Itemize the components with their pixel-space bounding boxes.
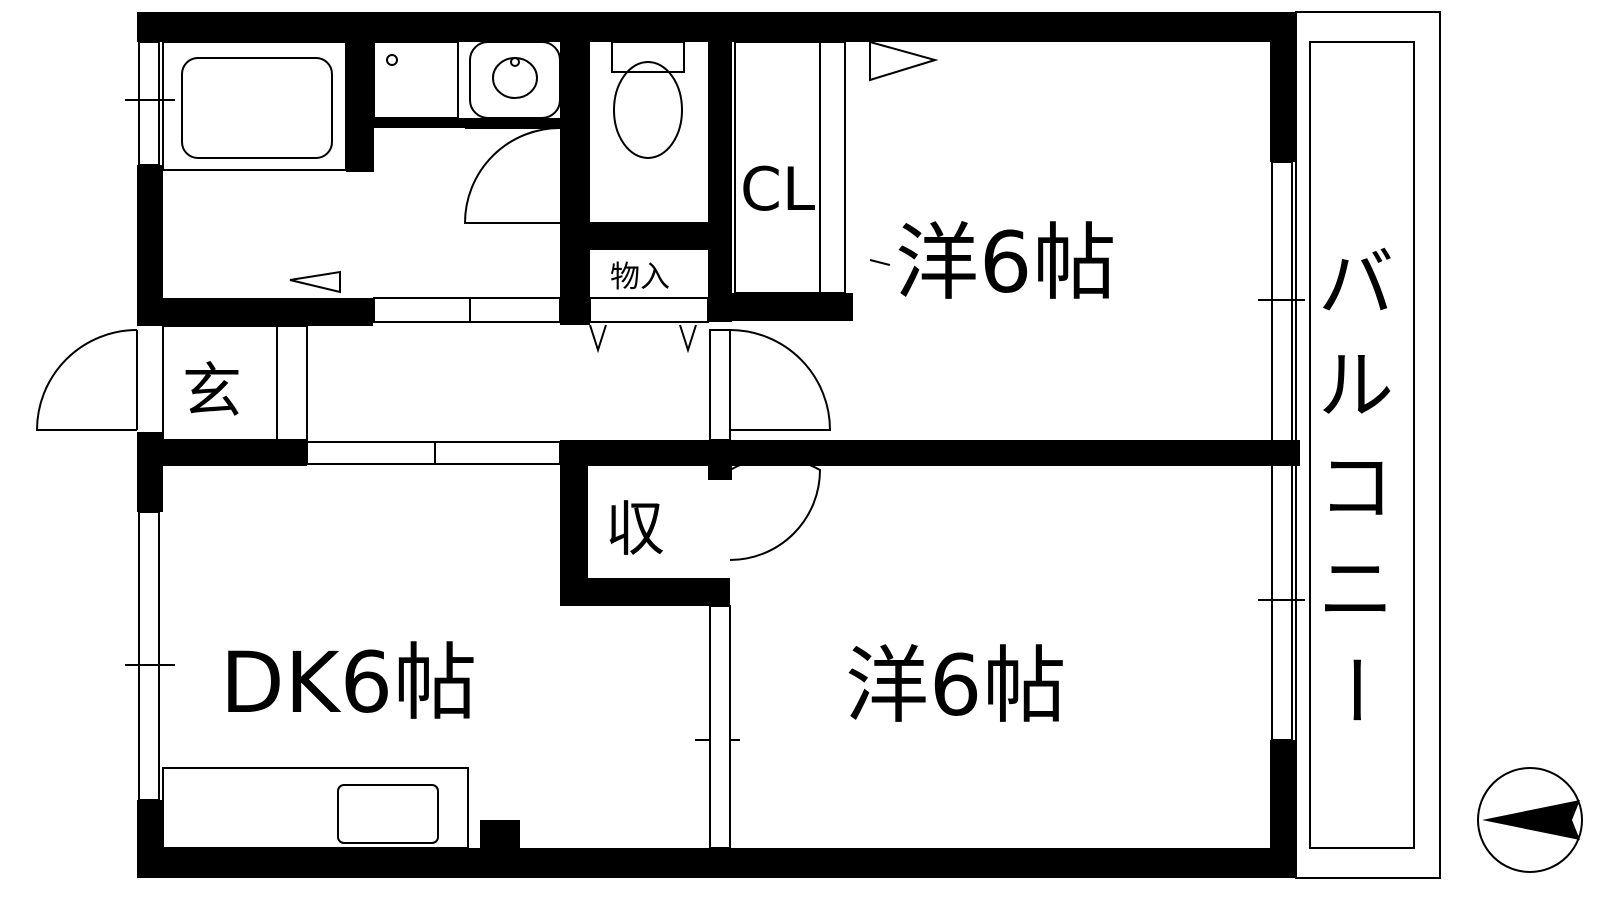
room-label-dk: DK6帖 [220, 634, 477, 732]
balcony-char: バ [1318, 239, 1394, 328]
bathtub [162, 41, 347, 294]
north-arrow-icon [1477, 767, 1583, 873]
balcony [1295, 11, 1441, 879]
interior-walls [137, 42, 1300, 850]
doors [35, 40, 939, 561]
toilet [611, 41, 685, 159]
balcony-char: ニ [1318, 545, 1394, 634]
partitions [162, 41, 846, 849]
balcony-char: コ [1318, 443, 1394, 532]
room-label-shu: 収 [605, 495, 665, 565]
room-label-entrance: 玄 [182, 357, 242, 427]
balcony-char: ル [1318, 341, 1394, 430]
balcony-label: バ ル コ ニ ー [1310, 239, 1399, 728]
kitchen-counter [162, 767, 469, 849]
room-label-western-north: 洋6帖 [895, 214, 1116, 312]
washbasin [373, 41, 561, 119]
balcony-char: ー [1310, 652, 1399, 728]
room-label-closet: CL [740, 155, 816, 225]
exterior-walls [137, 12, 1296, 878]
room-label-storage: 物入 [610, 260, 670, 295]
room-label-western-south: 洋6帖 [845, 637, 1066, 735]
